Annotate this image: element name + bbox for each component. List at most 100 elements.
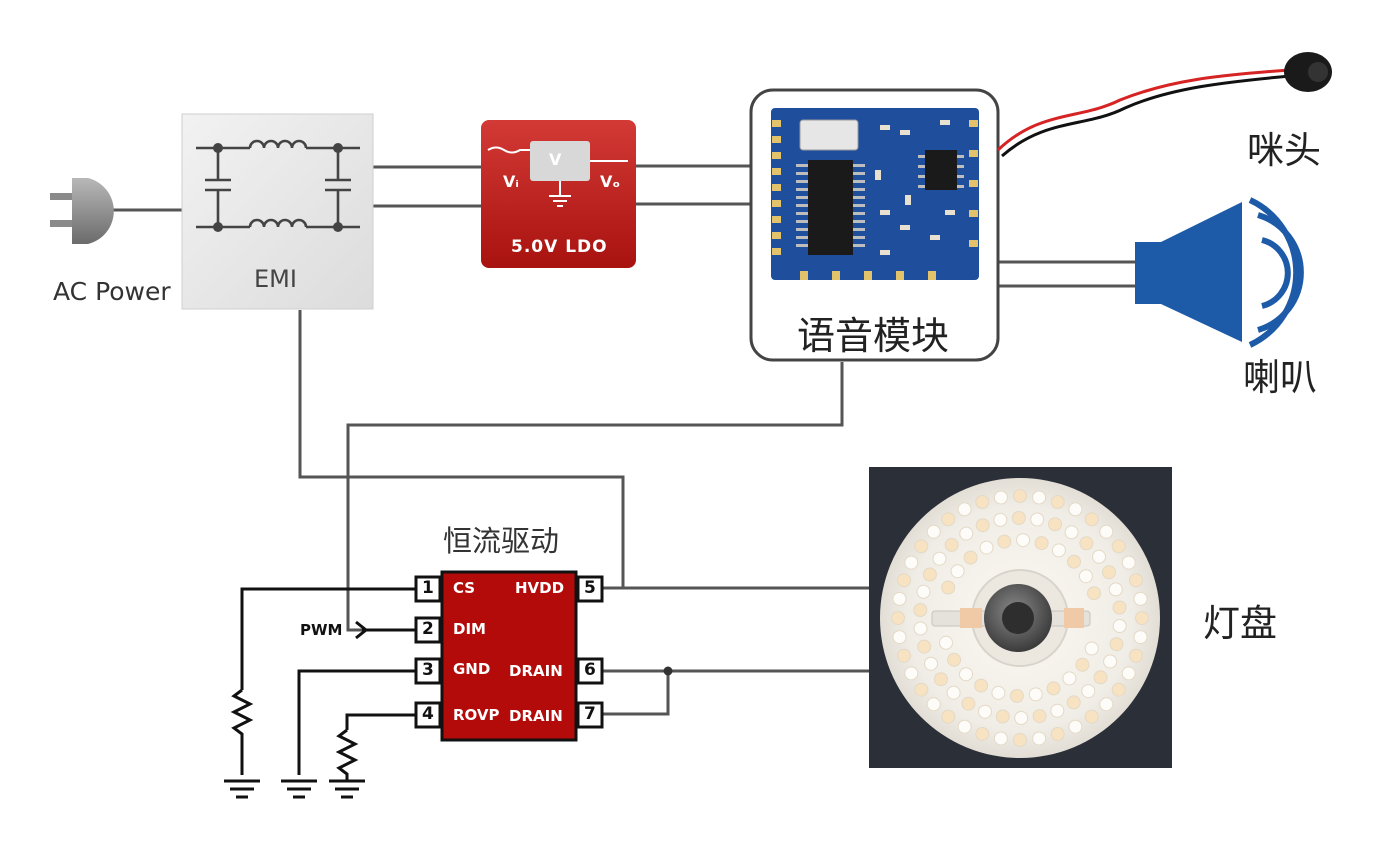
led [1081, 684, 1096, 699]
led [979, 540, 994, 555]
led [926, 524, 941, 539]
led [1013, 733, 1027, 747]
pin-4-name: ROVP [453, 706, 500, 724]
pin-6-name: DRAIN [509, 662, 563, 680]
led [1030, 512, 1045, 527]
led [1084, 512, 1099, 527]
led [975, 495, 990, 509]
led [991, 685, 1006, 700]
led [916, 584, 931, 599]
led [1109, 637, 1124, 652]
led [1108, 582, 1123, 597]
cs-resistor [230, 688, 254, 775]
voice-module [749, 88, 1000, 362]
led [1050, 495, 1065, 509]
led [959, 526, 974, 541]
pin-4-number: 4 [422, 704, 434, 724]
ldo-regulator [481, 120, 636, 268]
emi-filter [181, 113, 374, 310]
led [1103, 654, 1118, 669]
led [1099, 697, 1114, 712]
pin-5-number: 5 [584, 578, 596, 598]
led [1068, 719, 1083, 734]
led [1084, 641, 1099, 656]
driver-chip [414, 570, 604, 742]
crystal [799, 119, 859, 151]
ldo-vout-label: Vₒ [600, 172, 621, 191]
speaker-icon [1135, 197, 1304, 348]
led [1032, 731, 1047, 746]
pin-1-number: 1 [422, 578, 434, 598]
led [1011, 511, 1026, 525]
speaker-label: 喇叭 [1243, 356, 1317, 399]
led [1112, 600, 1127, 615]
led [913, 621, 928, 636]
pin-2-name: DIM [453, 620, 486, 638]
lamp-panel-icon [869, 467, 1172, 768]
led [1129, 648, 1143, 663]
led [1013, 489, 1027, 503]
ldo-vin-label: Vᵢ [503, 172, 519, 191]
ac-power-label: AC Power [53, 277, 171, 306]
ground-symbols [224, 779, 365, 799]
led [1121, 666, 1136, 681]
led [1093, 670, 1108, 685]
led [1066, 695, 1081, 710]
pwm-label: PWM [300, 621, 343, 639]
led [961, 696, 976, 711]
ldo-label: 5.0V LDO [511, 237, 608, 257]
led [939, 635, 953, 650]
led [957, 719, 972, 734]
led [1046, 681, 1061, 696]
led [1112, 619, 1127, 633]
led [950, 564, 965, 579]
led [917, 639, 932, 654]
led [897, 573, 911, 588]
led [975, 727, 990, 741]
led [904, 666, 919, 681]
wires [112, 164, 1138, 716]
led [1050, 727, 1065, 741]
led [1092, 549, 1106, 564]
led [959, 667, 973, 682]
led [1135, 611, 1149, 625]
led [892, 630, 907, 645]
pin-3-number: 3 [422, 660, 434, 680]
led [897, 648, 911, 663]
led [957, 502, 972, 517]
led [1016, 533, 1031, 548]
led [914, 539, 929, 554]
led [946, 685, 961, 700]
led [974, 678, 989, 693]
led [1062, 671, 1077, 686]
led [1014, 711, 1029, 725]
rovp-resistor [335, 728, 359, 780]
pin-7-number: 7 [584, 704, 596, 724]
microphone-icon [996, 52, 1332, 158]
led [1133, 630, 1148, 645]
wire-drain7 [600, 671, 670, 716]
led [926, 697, 941, 712]
led [1028, 687, 1043, 702]
led [1051, 543, 1066, 558]
led [1009, 688, 1024, 703]
led [1032, 490, 1047, 505]
pin-2-number: 2 [422, 619, 434, 639]
led [975, 518, 990, 533]
led [1111, 539, 1126, 554]
led [1111, 682, 1126, 697]
led [1048, 517, 1062, 532]
led [1067, 554, 1081, 569]
led [1133, 591, 1148, 606]
ac-plug-icon [50, 178, 114, 244]
led [913, 603, 928, 617]
led-ring [891, 489, 1149, 747]
led [993, 490, 1008, 505]
led [1102, 565, 1116, 580]
led [1064, 525, 1079, 540]
led [1032, 709, 1047, 724]
led [1079, 536, 1094, 551]
led [1129, 573, 1143, 588]
led [997, 534, 1012, 549]
